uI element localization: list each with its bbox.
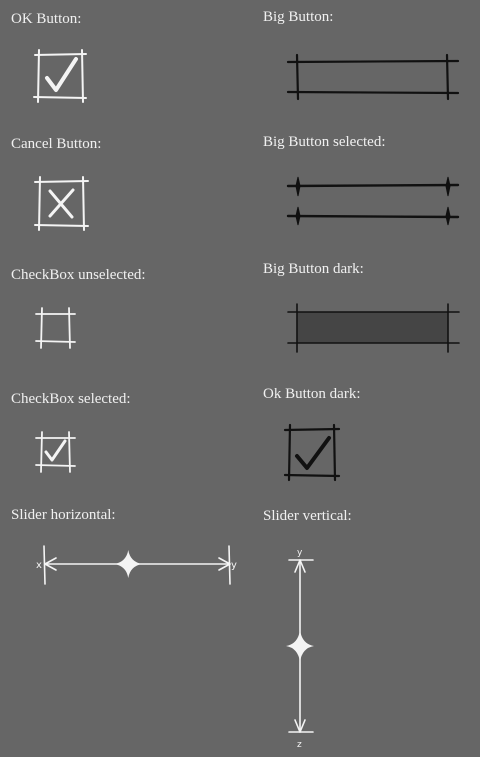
x-icon [34, 176, 89, 231]
slider-vertical-top: y [297, 548, 303, 558]
slider-vertical-bottom: z [297, 740, 302, 750]
slider-horizontal-track: x y [36, 545, 237, 585]
slider-horizontal-label: Slider horizontal: [11, 507, 116, 523]
checkbox-unselected[interactable] [34, 306, 78, 350]
big-button[interactable] [286, 52, 462, 102]
slider-horizontal-min: x [36, 560, 42, 571]
big-button-selected-label: Big Button selected: [263, 134, 386, 150]
ok-button-dark[interactable] [282, 423, 342, 484]
ok-button-dark-label: Ok Button dark: [263, 386, 361, 402]
check-icon [33, 49, 87, 103]
slider-vertical-track: y z [286, 548, 314, 750]
big-button-frame [286, 53, 460, 101]
slider-vertical-label: Slider vertical: [263, 508, 352, 524]
big-button-dark[interactable] [286, 302, 462, 354]
checkbox-selected[interactable] [34, 430, 78, 474]
slider-vertical[interactable]: y z [286, 546, 316, 751]
big-button-dark-frame [287, 303, 460, 353]
big-button-selected-frame [286, 176, 460, 226]
slider-horizontal[interactable]: x y [34, 538, 244, 588]
big-button-dark-label: Big Button dark: [263, 261, 364, 277]
ok-button-label: OK Button: [11, 11, 82, 27]
ok-button[interactable] [30, 46, 90, 106]
star-thumb-icon[interactable] [114, 550, 143, 578]
checkbox-unselected-label: CheckBox unselected: [11, 267, 146, 283]
slider-horizontal-max: y [231, 560, 237, 571]
big-button-selected[interactable] [286, 176, 462, 226]
star-thumb-icon[interactable] [286, 630, 314, 662]
checkbox-checked-icon [35, 431, 76, 473]
cancel-button-label: Cancel Button: [11, 136, 102, 152]
big-button-label: Big Button: [263, 9, 334, 25]
check-dark-icon [283, 423, 341, 482]
checkbox-empty-icon [35, 307, 76, 349]
checkbox-selected-label: CheckBox selected: [11, 391, 131, 407]
cancel-button[interactable] [32, 175, 92, 233]
